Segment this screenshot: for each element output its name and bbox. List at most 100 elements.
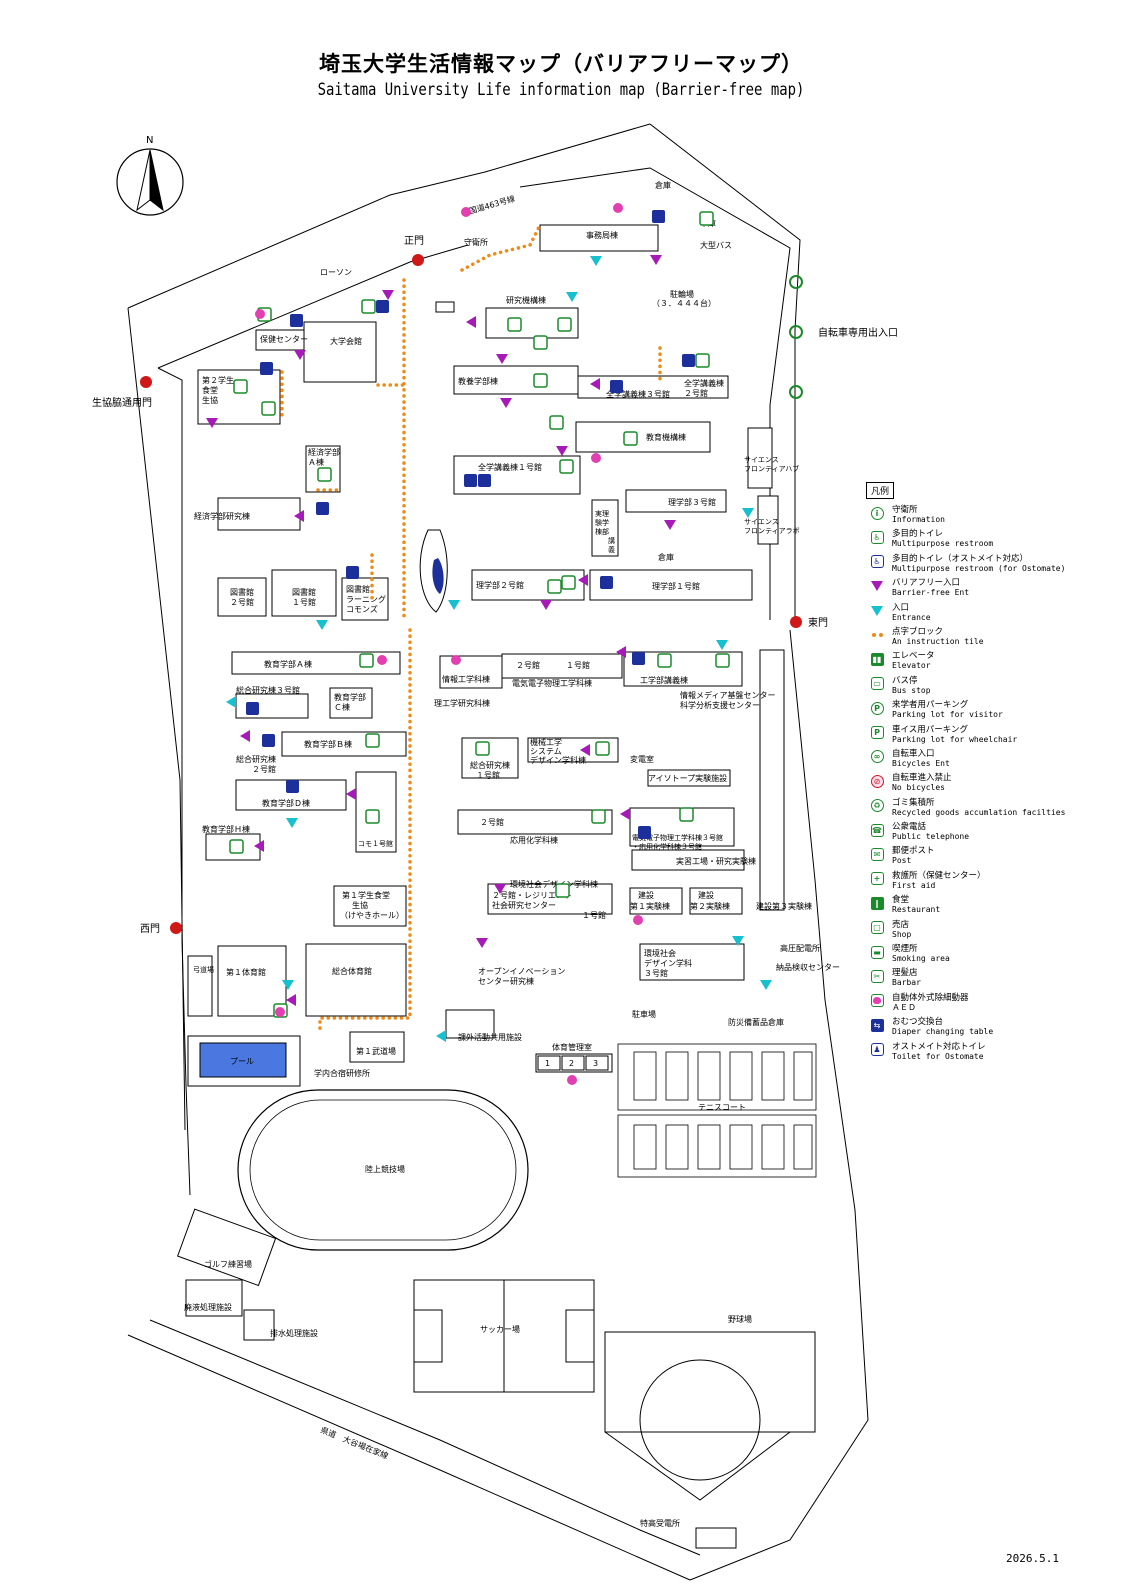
label-golf: ゴルフ練習場: [204, 1259, 252, 1269]
first-aid-icon: +: [870, 872, 884, 886]
shop-icon: ▢: [870, 921, 884, 935]
label-health-center: 保健センター: [260, 334, 308, 344]
univ-hall-building: [303, 321, 377, 383]
label-construction1b: 第１実験棟: [630, 901, 670, 911]
elevator-icon: [561, 575, 576, 590]
label-econ-research: 経済学部研究棟: [194, 511, 250, 521]
aed-icon: [377, 655, 387, 665]
tennis-label: テニスコート: [698, 1103, 746, 1112]
label-west-gate: 西門: [140, 923, 160, 935]
no-bicycles-icon: ⊘: [870, 774, 884, 788]
label-env-design: 環境社会デザイン学科棟: [510, 879, 598, 889]
instruction-tile-icon: [871, 632, 883, 637]
baseball-label: 野球場: [728, 1314, 752, 1324]
elevator-icon: [317, 467, 332, 482]
bus-stop-icon: [435, 301, 455, 313]
ostomate-restroom-icon: [600, 576, 613, 589]
label-sports-mgmt: 体育管理室: [552, 1042, 592, 1052]
ostomate-restroom-icon: [260, 362, 273, 375]
label-coop-gate: 生協脇通用門: [92, 396, 152, 409]
label-general2b: ２号館: [252, 764, 276, 774]
barrier-free-entrance-icon: [346, 788, 356, 800]
barrier-free-entrance-icon: [382, 290, 394, 300]
education-org-building: [575, 421, 711, 453]
label-mech3: デザイン学科棟: [530, 755, 586, 765]
label-library-commons: 図書館: [346, 584, 370, 594]
label-general2: 総合研究棟: [236, 754, 276, 764]
map-title-jp: 埼玉大学生活情報マップ（バリアフリーマップ）: [319, 52, 803, 76]
archery-building: [187, 955, 213, 1017]
label-koma1: コモ１号館: [358, 839, 393, 848]
barrier-free-entrance-icon: [580, 744, 590, 756]
env-design2-building: [639, 943, 745, 981]
compass: N: [116, 135, 184, 216]
label-univ-hall: 大学会館: [330, 336, 362, 346]
barrier-free-entrance-icon: [496, 354, 508, 364]
multipurpose-restroom-icon: [233, 379, 248, 394]
multipurpose-restroom-icon: [359, 653, 374, 668]
label-canteen1c: （けやきホール）: [340, 911, 404, 920]
bus-stop-icon: ▭: [870, 677, 884, 691]
label-construction2: 建設: [698, 890, 714, 900]
library1-building: [271, 569, 337, 617]
label-applied-chem: 応用化学科棟: [510, 835, 558, 845]
tennis-courts: テニスコート: [617, 1043, 817, 1178]
label-delivery: 納品検収センター: [776, 962, 840, 972]
multipurpose-restroom-icon: [657, 653, 672, 668]
waste-building: [185, 1279, 243, 1317]
restaurant-icon: ‖: [870, 896, 884, 910]
label-resilient2: 社会研究センター: [492, 900, 556, 910]
label-edu-c2: Ｃ棟: [334, 702, 350, 712]
barrier-free-entrance-icon: [620, 808, 630, 820]
ostomate-restroom-icon: [316, 502, 329, 515]
label-electric3: 電気電子物理工学科棟３号館: [632, 833, 723, 842]
label-main-gate: 正門: [404, 235, 424, 247]
aed-icon: [613, 203, 623, 213]
label-bike-lot: 駐輪場: [670, 289, 694, 299]
label-gym-general: 総合体育館: [332, 966, 372, 976]
general1-building: [461, 737, 519, 779]
label-env-design2c: ３号館: [644, 968, 668, 978]
label-exp-science4: 講: [608, 536, 615, 545]
bicycle-entrance-icon: [789, 385, 803, 399]
barrier-free-entrance-icon: [578, 574, 588, 586]
elevator-icon: [559, 459, 574, 474]
telephone-icon: ☎: [870, 823, 884, 837]
label-eng1: １号館: [566, 660, 590, 670]
pool-area: [199, 1042, 287, 1078]
elevator-icon: [595, 741, 610, 756]
post-icon: ✉: [870, 847, 884, 861]
map-title-en: Saitama University Life information map …: [317, 80, 805, 100]
baseball-field: 野球場: [604, 1314, 816, 1501]
running-track: 陸上競技場: [237, 1089, 529, 1251]
label-lodging: 学内合宿研修所: [314, 1068, 370, 1078]
entrance-icon: [436, 1030, 446, 1042]
entrance-icon: [286, 818, 298, 828]
science-hub-building: [747, 427, 773, 489]
label-power: 特高受電所: [640, 1518, 680, 1528]
construction2-building: [689, 887, 743, 915]
label-exp-science5: 義: [608, 545, 615, 554]
label-general1: 総合研究棟: [470, 760, 510, 770]
aed-icon: [255, 309, 265, 319]
barrier-free-entrance-icon: [206, 418, 218, 428]
label-education-org: 教育機構棟: [646, 432, 686, 442]
label-bicycle-gate: 自転車専用出入口: [818, 326, 898, 339]
ostomate-toilet-icon: ♟: [870, 1043, 884, 1057]
label-science-hub2: フロンティアハブ: [744, 464, 799, 473]
label-workshop: 実習工場・研究実験棟: [676, 856, 756, 866]
east-strip: [759, 649, 785, 911]
soccer-field: サッカー場: [413, 1279, 595, 1393]
label-room1: 1: [545, 1059, 550, 1068]
entrance-icon: [732, 936, 744, 946]
elevator-icon: [261, 401, 276, 416]
track-label: 陸上競技場: [365, 1164, 405, 1174]
elevator-icon: [699, 211, 714, 226]
elevator-icon: [557, 317, 572, 332]
